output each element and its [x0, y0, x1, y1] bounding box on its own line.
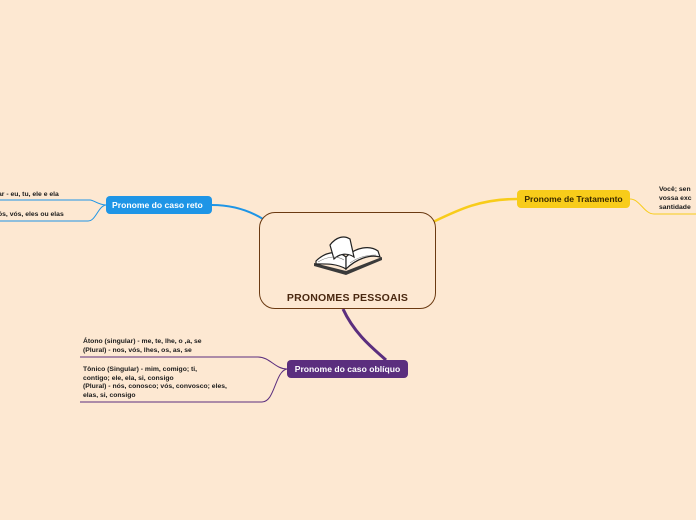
- connector-obliquo-leaf-1: [80, 356, 288, 370]
- connector-reto: [211, 204, 264, 220]
- leaf-reto-plural[interactable]: ós, vós, eles ou elas: [0, 211, 64, 218]
- leaf-obliquo-tonico-4[interactable]: elas, si, consigo: [83, 392, 136, 399]
- leaf-tratamento-line-3[interactable]: santidade: [659, 204, 691, 211]
- connector-obliquo-leaf-2: [80, 368, 288, 403]
- leaf-obliquo-atono-1[interactable]: Átono (singular) - me, te, lhe, o ,a, se: [83, 338, 202, 345]
- connector-reto-leaf-1: [0, 199, 107, 206]
- leaf-obliquo-tonico-2[interactable]: contigo; ele, ela, si, consigo: [83, 375, 174, 382]
- leaf-tratamento-line-1[interactable]: Você; sen: [659, 186, 691, 193]
- connector-tratamento: [432, 197, 518, 224]
- central-topic[interactable]: PRONOMES PESSOAIS: [259, 212, 436, 309]
- leaf-tratamento-line-2[interactable]: vossa exc: [659, 195, 692, 202]
- topic-pronome-caso-reto[interactable]: Pronome do caso reto: [106, 196, 212, 214]
- central-topic-title: PRONOMES PESSOAIS: [286, 292, 409, 304]
- leaf-reto-singular[interactable]: ar - eu, tu, ele e ela: [0, 191, 59, 198]
- leaf-obliquo-tonico-3[interactable]: (Plural) - nós, conosco; vós, convosco; …: [83, 383, 227, 390]
- leaf-obliquo-tonico-1[interactable]: Tônico (Singular) - mim, comigo; ti,: [83, 366, 198, 373]
- topic-pronome-caso-obliquo[interactable]: Pronome do caso oblíquo: [287, 360, 408, 378]
- connector-obliquo: [341, 308, 388, 362]
- topic-pronome-tratamento[interactable]: Pronome de Tratamento: [517, 190, 630, 208]
- open-book-icon: [314, 236, 382, 275]
- leaf-obliquo-atono-2[interactable]: (Plural) - nos, vós, lhes, os, as, se: [83, 347, 192, 354]
- connector-tratamento-leaf: [629, 198, 696, 215]
- connector-reto-leaf-2: [0, 204, 107, 222]
